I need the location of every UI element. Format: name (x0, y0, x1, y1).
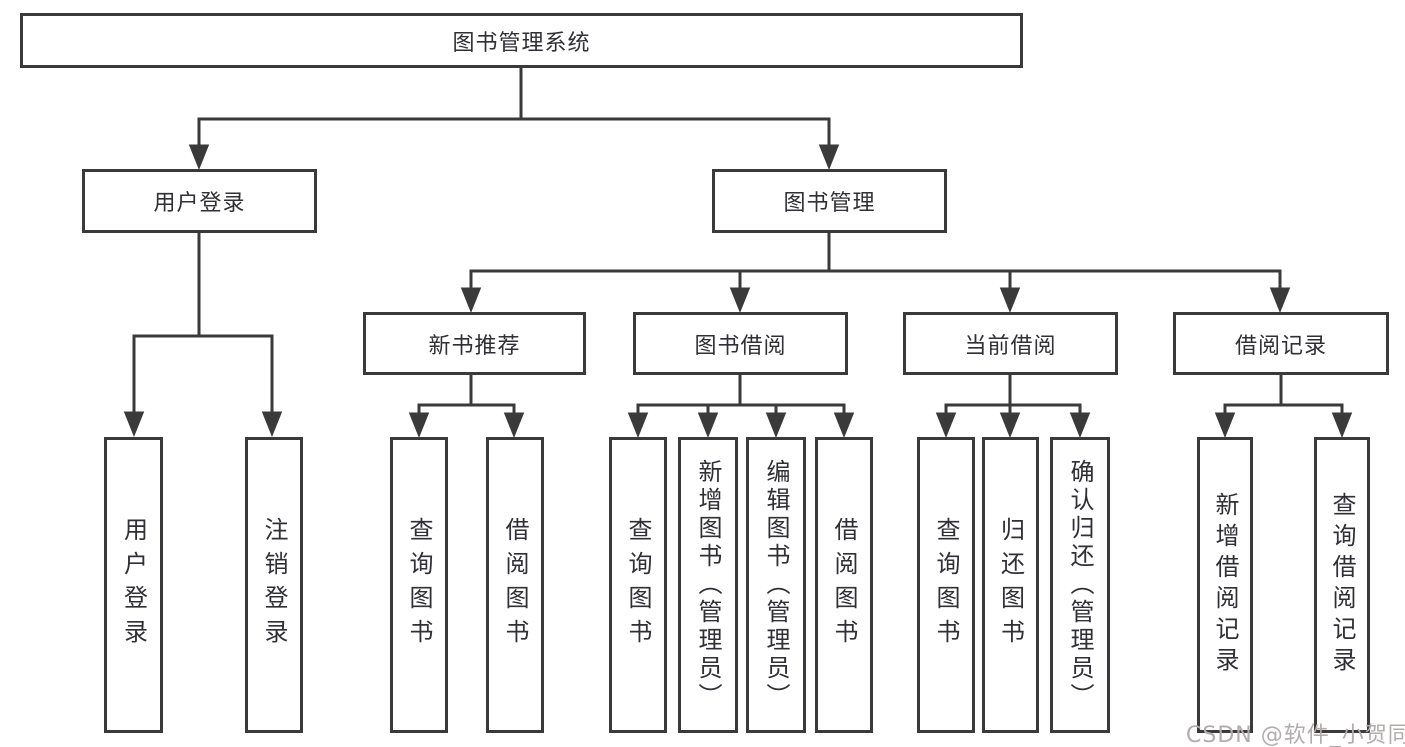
node-new-book-recommend: 新书推荐 (363, 312, 586, 375)
node-book-borrowing: 图书借阅 (633, 312, 848, 375)
node-label: 借阅图书 (501, 517, 529, 653)
node-book-management: 图书管理 (712, 169, 947, 233)
leaf-query-books-1: 查询图书 (390, 437, 448, 733)
node-label: 新增借阅记录 (1211, 492, 1239, 678)
node-label: 查询借阅记录 (1328, 492, 1356, 678)
leaf-query-borrow-record: 查询借阅记录 (1314, 437, 1370, 733)
node-label: 图书借阅 (694, 333, 787, 359)
node-label: 当前借阅 (964, 333, 1057, 359)
node-label: 查询图书 (405, 517, 433, 653)
leaf-add-books-admin: 新增图书（管理员） (678, 437, 738, 733)
leaf-add-borrow-record: 新增借阅记录 (1197, 437, 1253, 733)
node-label: 用户登录 (153, 191, 246, 216)
node-label: 借阅图书 (830, 517, 858, 653)
node-label: 新增图书（管理员） (694, 459, 722, 711)
node-borrowing-records: 借阅记录 (1173, 312, 1389, 375)
node-root-system: 图书管理系统 (20, 13, 1023, 68)
leaf-borrow-books-1: 借阅图书 (486, 437, 544, 733)
leaf-confirm-return-admin: 确认归还（管理员） (1050, 437, 1110, 733)
node-label: 查询图书 (624, 517, 652, 653)
node-label: 查询图书 (932, 517, 960, 653)
node-label: 注销登录 (260, 517, 288, 653)
node-label: 借阅记录 (1234, 333, 1327, 359)
leaf-return-books: 归还图书 (982, 437, 1039, 733)
node-label: 图书管理系统 (452, 30, 591, 56)
node-label: 图书管理 (783, 191, 876, 216)
node-label: 新书推荐 (428, 333, 521, 359)
node-label: 编辑图书（管理员） (762, 459, 790, 711)
leaf-user-login: 用户登录 (104, 437, 163, 733)
leaf-edit-books-admin: 编辑图书（管理员） (746, 437, 806, 733)
node-label: 确认归还（管理员） (1066, 459, 1094, 711)
node-user-login: 用户登录 (82, 169, 317, 233)
leaf-query-books-2: 查询图书 (609, 437, 667, 733)
node-label: 归还图书 (996, 517, 1025, 653)
leaf-borrow-books-2: 借阅图书 (815, 437, 873, 733)
leaf-logout: 注销登录 (245, 437, 303, 733)
leaf-query-books-3: 查询图书 (917, 437, 975, 733)
node-label: 用户登录 (119, 517, 148, 653)
node-current-borrowing: 当前借阅 (903, 312, 1118, 375)
watermark: CSDN @软件_小贺同学 (1186, 723, 1405, 747)
